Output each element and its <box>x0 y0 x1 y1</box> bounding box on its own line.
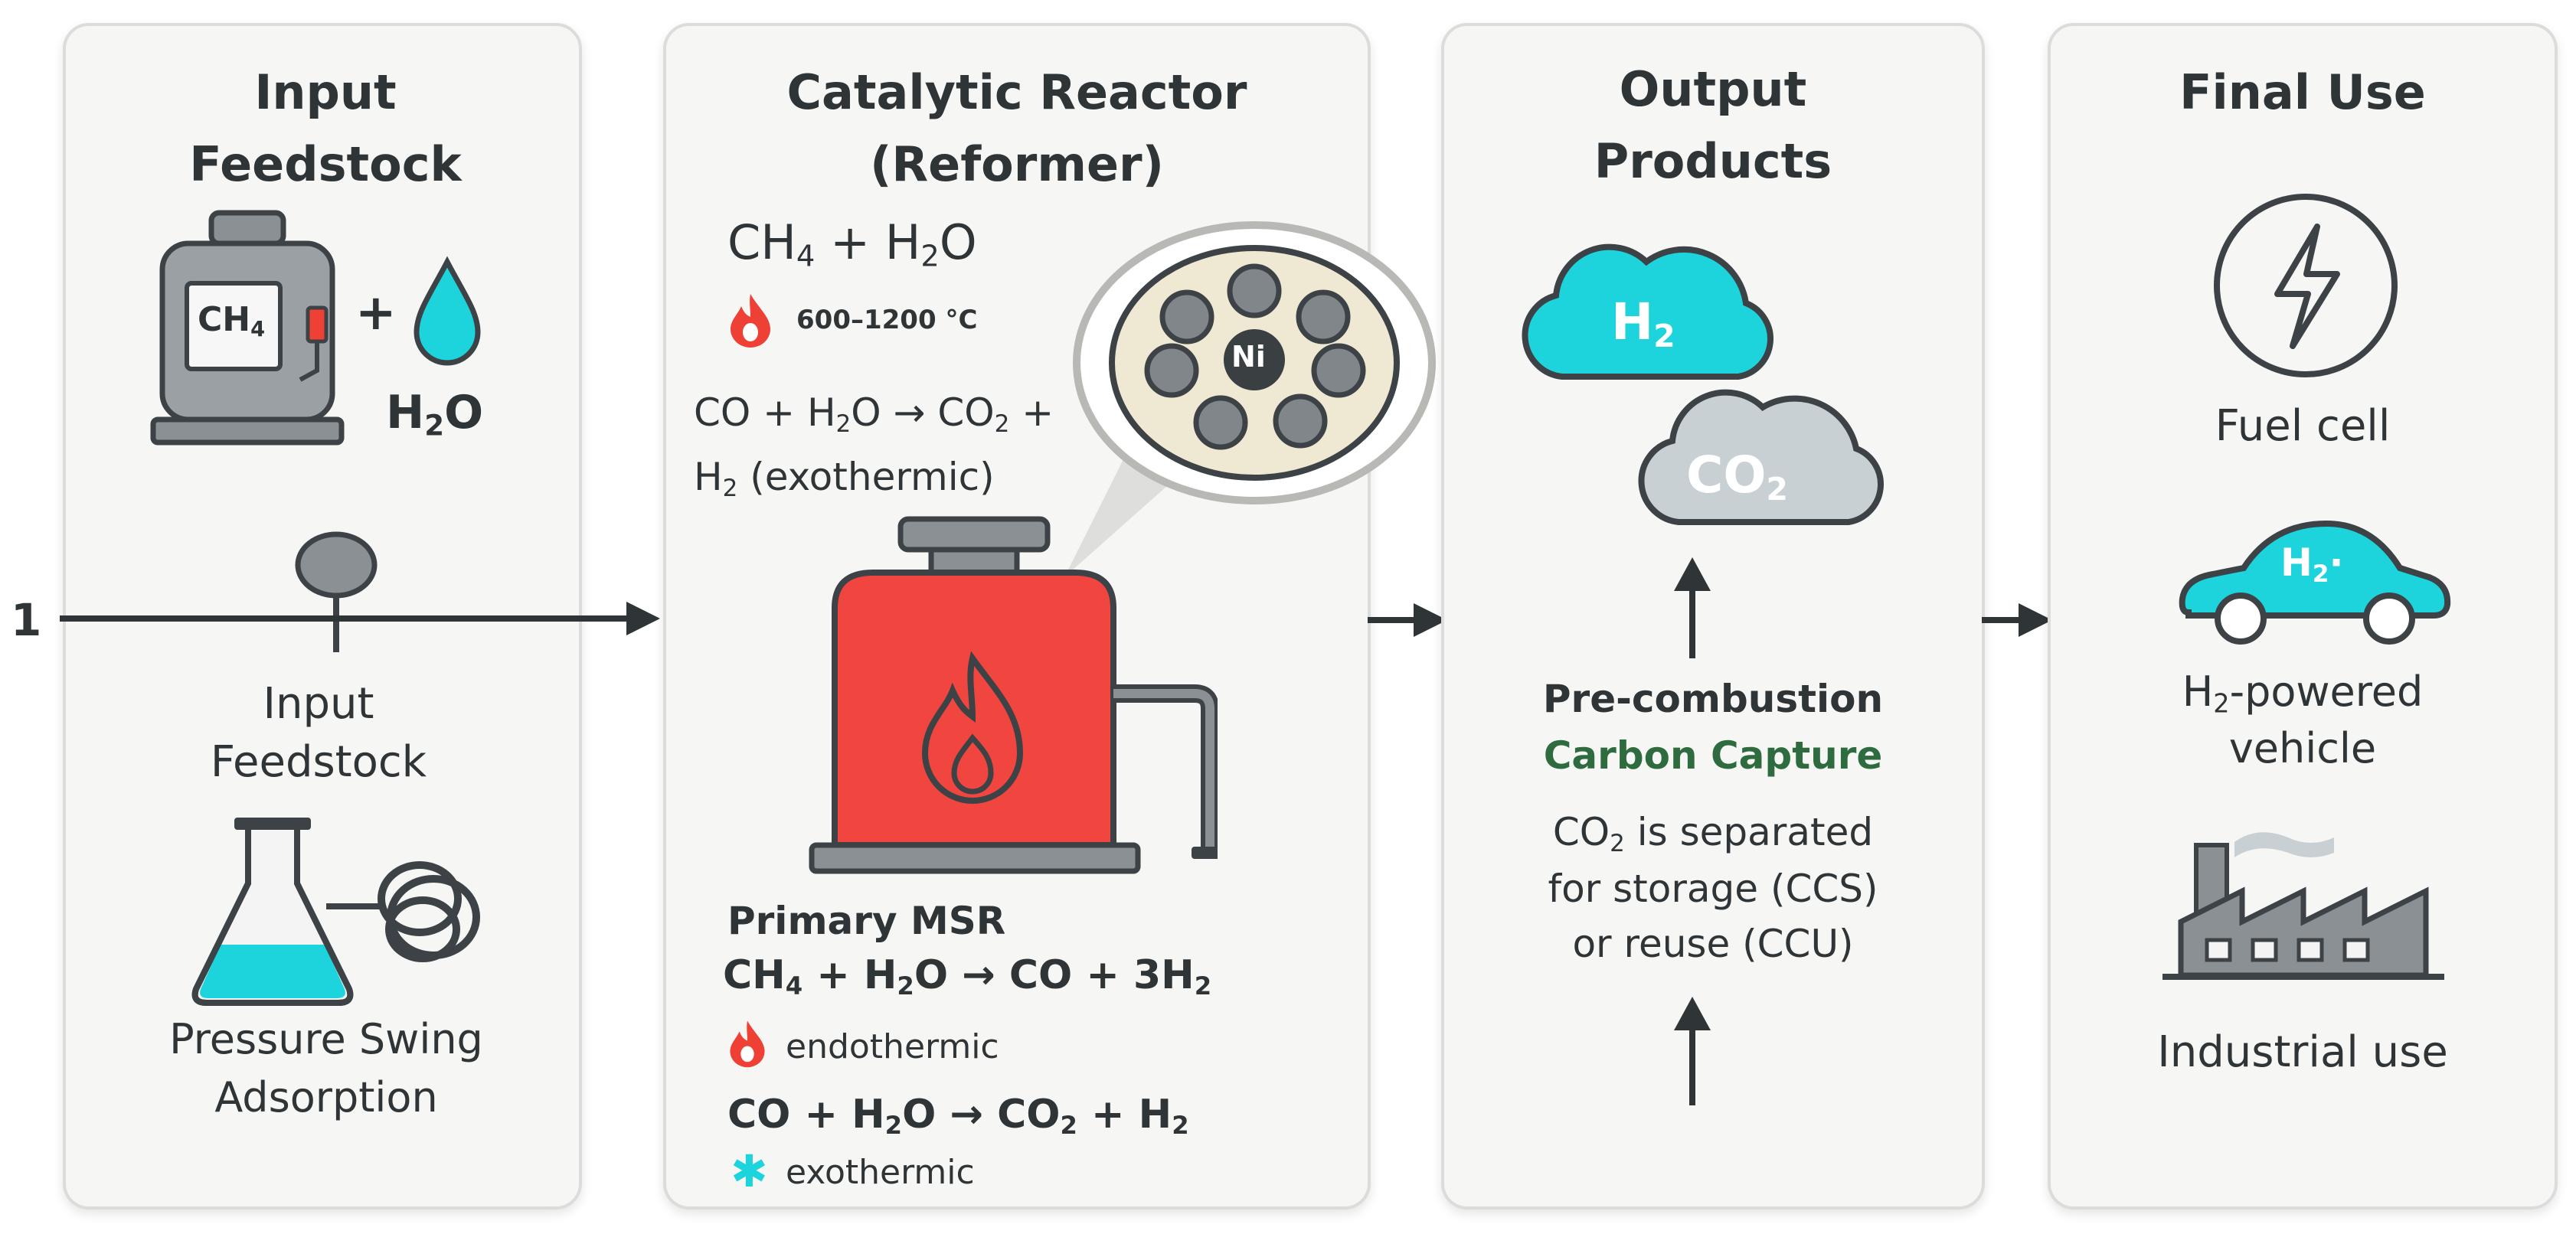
co2-cloud-label: CO2 <box>1686 446 1789 508</box>
capture-desc-line3: or reuse (CCU) <box>1572 922 1854 966</box>
msr-heading: Primary MSR <box>727 899 1006 943</box>
nickel-catalyst-icon <box>1073 221 1436 504</box>
wgs-line1: CO + H2O → CO2 + <box>694 390 1054 438</box>
final-title: Final Use <box>2179 64 2426 120</box>
reactor-title-line1: Catalytic Reactor <box>786 64 1247 120</box>
output-title-line1: Output <box>1619 61 1807 117</box>
capture-line2: Carbon Capture <box>1543 733 1883 778</box>
water-label: H2O <box>386 386 484 442</box>
panel-catalytic-reactor: Catalytic Reactor (Reformer) CH4 + H2O 6… <box>663 23 1436 1210</box>
h2-cloud-label: H2 <box>1611 292 1675 355</box>
car-icon <box>2179 520 2451 645</box>
water-drop-icon <box>414 256 481 366</box>
ch4-tank-icon <box>150 210 345 446</box>
temperature-label: 600–1200 °C <box>796 305 978 335</box>
factory-icon <box>2162 832 2444 980</box>
catalyst-label: Ni <box>1231 340 1266 374</box>
industrial-label: Industrial use <box>2157 1027 2448 1077</box>
capture-desc-line1: CO2 is separated <box>1552 810 1874 857</box>
vehicle-line2: vehicle <box>2228 724 2377 772</box>
pressure-gauge-icon <box>295 531 378 652</box>
shift-equation: CO + H2O → CO2 + H2 <box>727 1092 1189 1141</box>
tank-label: CH4 <box>198 300 266 341</box>
output-to-final-arrow <box>1982 603 2052 637</box>
car-badge: H2· <box>2280 540 2344 588</box>
fuel-cell-label: Fuel cell <box>2215 401 2391 451</box>
wgs-line2: H2 (exothermic) <box>694 455 995 502</box>
lightning-icon <box>2214 194 2398 377</box>
msr-equation: CH4 + H2O → CO + 3H2 <box>723 952 1212 1001</box>
h2-cloud-icon <box>1522 243 1773 380</box>
snowflake-icon: ✱ <box>731 1145 768 1197</box>
msr-note: endothermic <box>786 1027 999 1066</box>
co2-cloud-icon <box>1638 389 1884 525</box>
reactor-to-output-arrow <box>1368 603 1447 637</box>
panel-output-products: Output Products H2 CO2 Pre-combustion Ca… <box>1441 23 1985 1210</box>
up-arrow-from-bottom <box>1674 997 1711 1105</box>
reactor-title-line2: (Reformer) <box>870 136 1164 192</box>
psa-flask-icon <box>191 818 480 1006</box>
input-title: Input Feedstock <box>189 64 462 192</box>
output-title-line2: Products <box>1594 133 1832 189</box>
psa-label: Pressure Swing Adsorption <box>169 1015 483 1121</box>
side-number: 1 <box>11 594 42 646</box>
capture-line1: Pre-combustion <box>1542 677 1884 721</box>
feed-flow-arrow <box>60 602 660 635</box>
panel-final-use: Final Use Fuel cell H2· H2-powered vehic… <box>2048 23 2558 1210</box>
flame-icon-temp <box>731 294 770 348</box>
capture-desc-line2: for storage (CCS) <box>1548 867 1878 911</box>
flame-icon-endothermic <box>730 1020 765 1068</box>
pipe-label: Input Feedstock <box>210 679 427 787</box>
plus-sign: + <box>355 285 397 341</box>
up-arrow-to-co2 <box>1674 557 1711 658</box>
vehicle-line1: H2-powered <box>2182 668 2424 719</box>
inlet-formula: CH4 + H2O <box>727 214 977 274</box>
reactor-vessel-icon <box>809 516 1218 874</box>
shift-note: exothermic <box>786 1153 975 1192</box>
